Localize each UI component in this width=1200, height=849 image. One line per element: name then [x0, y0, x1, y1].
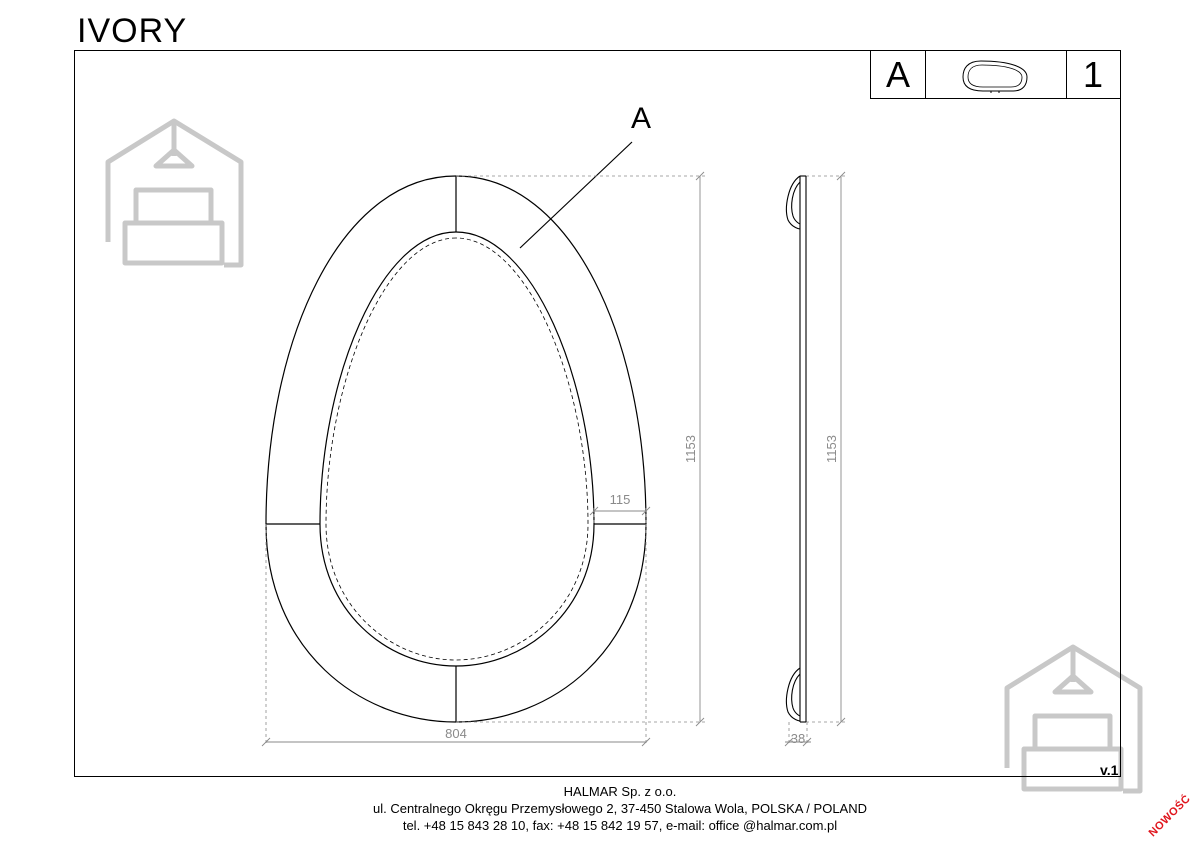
title-block-part-letter: A — [871, 51, 926, 98]
callout-leader — [519, 141, 633, 249]
title-block: A 1 — [870, 50, 1121, 99]
dimension-measure-lines — [261, 171, 846, 747]
mirror-side-view — [785, 175, 807, 723]
mirror-thumbnail-icon — [926, 51, 1067, 98]
dimension-front-height: 1153 — [683, 435, 698, 463]
version-label: v.1 — [1100, 762, 1119, 778]
mirror-glass-outline — [325, 237, 589, 661]
house-sofa-logo-icon-bottom — [1004, 644, 1143, 794]
drawing-frame: A 1 — [74, 50, 1121, 777]
company-footer: HALMAR Sp. z o.o. ul. Centralnego Okręgu… — [0, 783, 1200, 834]
callout-label: A — [631, 102, 651, 135]
footer-contact: tel. +48 15 843 28 10, fax: +48 15 842 1… — [402, 818, 838, 833]
wall-bracket-top — [785, 175, 801, 230]
house-sofa-logo-icon — [105, 118, 244, 268]
footer-company: HALMAR Sp. z o.o. — [563, 784, 677, 799]
title-block-quantity: 1 — [1082, 53, 1104, 95]
product-title: IVORY — [77, 12, 188, 50]
dimension-front-width: 804 — [445, 726, 467, 741]
wall-bracket-bottom — [785, 667, 801, 722]
dimension-side-height: 1153 — [824, 435, 839, 463]
dimension-frame-band: 115 — [610, 492, 631, 507]
dimension-side-depth: 38 — [791, 731, 805, 746]
footer-address: ul. Centralnego Okręgu Przemysłowego 2, … — [372, 801, 867, 816]
